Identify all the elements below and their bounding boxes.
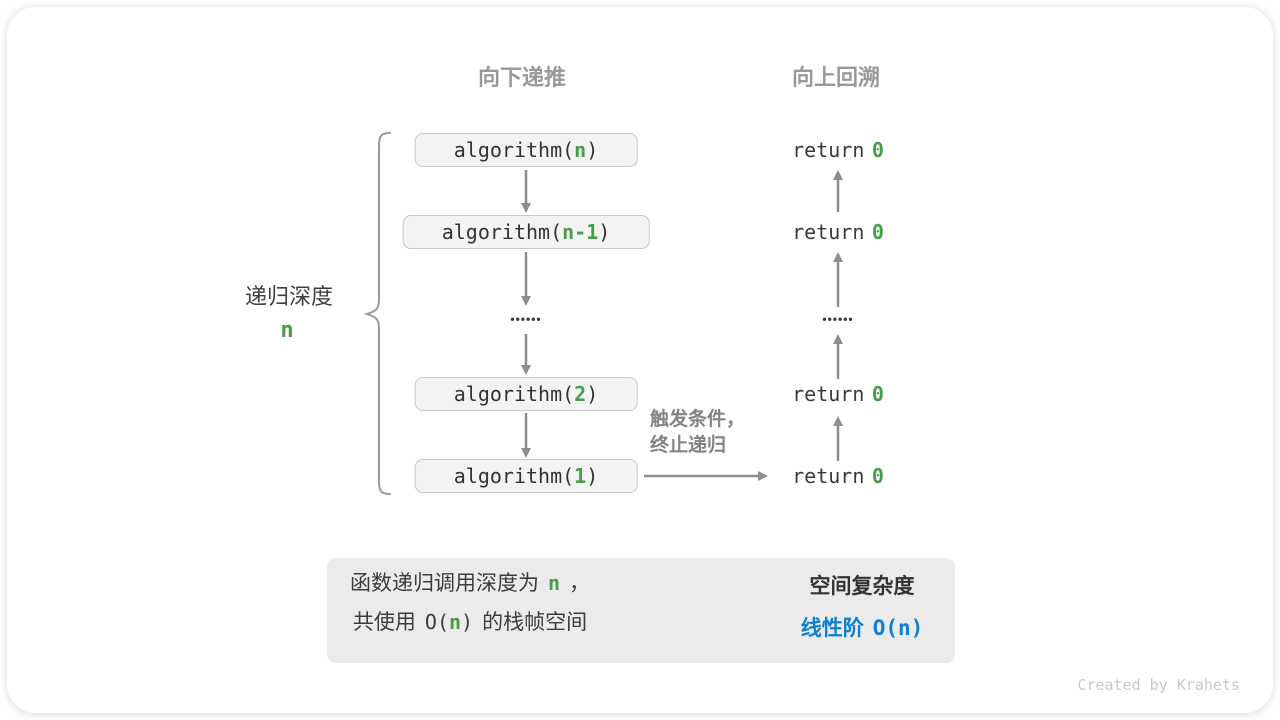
call-box-1: algorithm(1) bbox=[414, 459, 638, 493]
call-prefix: algorithm( bbox=[453, 382, 575, 406]
depth-value: n bbox=[280, 318, 294, 343]
call-prefix: algorithm( bbox=[453, 464, 575, 488]
watermark: Created by Krahets bbox=[1077, 676, 1240, 694]
summary-line2: 共使用 O(n) 的栈帧空间 bbox=[353, 609, 587, 636]
call-arg: 1 bbox=[574, 464, 587, 488]
call-arg: n-1 bbox=[562, 220, 599, 244]
call-box-n: algorithm(n) bbox=[414, 133, 638, 167]
summary-line1-var: n bbox=[547, 571, 561, 595]
header-downward: 向下递推 bbox=[477, 65, 567, 90]
result-label: 线性阶 bbox=[800, 617, 864, 640]
call-suffix: ) bbox=[586, 382, 599, 406]
call-text: algorithm(2) bbox=[454, 382, 599, 406]
return-keyword: return bbox=[792, 138, 865, 162]
summary-line1-comma: ， bbox=[569, 572, 591, 595]
terminate-annotation: 触发条件， 终止递归 bbox=[650, 407, 745, 459]
call-arg: n bbox=[574, 138, 587, 162]
big-o-open: O( bbox=[424, 610, 449, 634]
call-box-2: algorithm(2) bbox=[414, 377, 638, 411]
big-o-var: n bbox=[449, 610, 462, 634]
return-value: 0 bbox=[871, 138, 884, 162]
call-suffix: ) bbox=[586, 464, 599, 488]
recurse-ellipsis: •••••• bbox=[510, 312, 542, 326]
call-suffix: ) bbox=[598, 220, 611, 244]
annotation-line2: 终止递归 bbox=[650, 435, 727, 456]
return-value: 0 bbox=[871, 220, 884, 244]
call-prefix: algorithm( bbox=[453, 138, 575, 162]
return-keyword: return bbox=[792, 464, 865, 488]
summary-line1: 函数递归调用深度为 n ， bbox=[350, 570, 590, 597]
annotation-line1: 触发条件， bbox=[650, 409, 746, 430]
summary-line2-text: 共使用 bbox=[352, 611, 416, 634]
result-o-open: O( bbox=[872, 616, 898, 640]
summary-line2-tail: 的栈帧空间 bbox=[482, 611, 588, 634]
depth-label: 递归深度 bbox=[244, 284, 334, 309]
result-o-close: ) bbox=[910, 616, 924, 640]
return-value: 0 bbox=[871, 464, 884, 488]
result-title: 空间复杂度 bbox=[809, 575, 915, 598]
return-keyword: return bbox=[792, 220, 865, 244]
summary-box bbox=[327, 558, 955, 663]
call-text: algorithm(n-1) bbox=[442, 220, 611, 244]
summary-line1-text: 函数递归调用深度为 bbox=[349, 572, 539, 595]
call-text: algorithm(1) bbox=[454, 464, 599, 488]
call-prefix: algorithm( bbox=[441, 220, 563, 244]
header-upward: 向上回溯 bbox=[791, 65, 881, 90]
big-o-close: ) bbox=[461, 610, 474, 634]
return-value: 0 bbox=[871, 382, 884, 406]
call-suffix: ) bbox=[586, 138, 599, 162]
return-keyword: return bbox=[792, 382, 865, 406]
result-o-var: n bbox=[897, 616, 911, 640]
call-text: algorithm(n) bbox=[454, 138, 599, 162]
result-line: 线性阶 O(n) bbox=[801, 612, 924, 642]
backtrack-ellipsis: •••••• bbox=[822, 312, 854, 326]
call-box-n-1: algorithm(n-1) bbox=[402, 215, 650, 249]
call-arg: 2 bbox=[574, 382, 587, 406]
